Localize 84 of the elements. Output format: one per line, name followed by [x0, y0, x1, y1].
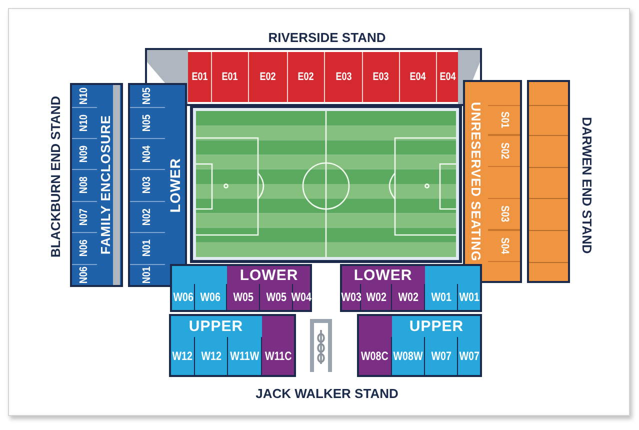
block-number: S04	[498, 238, 510, 254]
stand-name: RIVERSIDE STAND	[268, 30, 386, 44]
seating-block	[172, 284, 195, 310]
tier-name: UPPER	[188, 319, 244, 334]
seating-block	[325, 52, 363, 102]
stand-name: JACK WALKER STAND	[256, 386, 398, 400]
seating-block	[130, 85, 165, 108]
seating-block	[363, 52, 400, 102]
block-number: W12	[200, 350, 222, 362]
block-number: W11W	[230, 350, 259, 362]
block-number: N05	[142, 87, 153, 105]
seating-block	[488, 198, 520, 230]
seating-tier	[70, 83, 123, 287]
seating-tier	[170, 264, 312, 312]
block-number: N03	[142, 176, 153, 194]
seating-tier	[128, 83, 187, 287]
block-number: S03	[498, 206, 510, 222]
seating-block	[488, 105, 520, 135]
tier-name: UPPER	[409, 319, 464, 334]
seating-block	[361, 284, 392, 310]
block-number: N01	[142, 240, 153, 258]
seating-block	[342, 284, 361, 310]
seating-block	[437, 52, 458, 102]
seating-block	[288, 52, 325, 102]
block-number: N10	[79, 87, 90, 105]
block-number: E02	[298, 72, 314, 82]
block-number: W08W	[393, 350, 423, 362]
block-number: W06	[172, 291, 194, 303]
block-number: W01	[458, 291, 480, 303]
block-number: N01	[142, 266, 153, 284]
block-number: S01	[498, 112, 510, 128]
stand-name: DARWEN END STAND	[580, 116, 594, 254]
block-number: E01	[191, 72, 208, 82]
seating-tier	[357, 314, 482, 377]
block-number: E04	[439, 72, 456, 82]
seating-tier	[169, 314, 296, 377]
block-number: N10	[79, 114, 90, 132]
block-number: N06	[79, 266, 90, 284]
block-number: W12	[172, 350, 193, 362]
block-number: W11C	[264, 350, 292, 362]
tier-name: LOWER	[354, 268, 412, 282]
block-number: N09	[79, 145, 90, 163]
block-number: S02	[498, 142, 510, 160]
block-number: W02	[398, 291, 418, 303]
seating-tier	[463, 80, 522, 283]
block-number: N08	[79, 176, 90, 194]
seating-tier	[340, 264, 482, 312]
block-number: W02	[366, 291, 386, 303]
block-number: W07	[458, 350, 480, 362]
block-number: W04	[291, 291, 312, 303]
tier-name: FAMILY ENCLOSURE	[98, 115, 112, 255]
seating-block	[212, 52, 249, 102]
seating-tier	[527, 80, 570, 283]
block-number: E01	[222, 72, 238, 82]
block-number: N06	[79, 240, 90, 258]
seating-block	[488, 230, 520, 262]
block-number: E02	[260, 72, 276, 82]
tier-name: UNRESERVED SEATING	[470, 102, 482, 262]
block-number: W06	[200, 291, 221, 303]
block-number: N04	[142, 145, 153, 163]
seating-block	[228, 337, 262, 375]
block-number: E04	[410, 72, 426, 82]
block-number: N02	[142, 208, 153, 226]
seating-block	[392, 337, 425, 375]
seating-block	[188, 52, 212, 102]
block-number: N07	[79, 208, 90, 226]
stand-name: BLACKBURN END STAND	[48, 96, 62, 258]
block-number: E03	[335, 72, 352, 82]
block-number: W07	[430, 350, 452, 362]
tier-name: LOWER	[168, 158, 182, 212]
block-number: W05	[266, 291, 286, 303]
seating-block	[72, 85, 97, 108]
block-number: N05	[142, 114, 153, 132]
block-number: W05	[232, 291, 254, 303]
block-number: W01	[430, 291, 452, 303]
tier-name: LOWER	[240, 268, 298, 282]
seating-block	[359, 337, 392, 375]
seating-block	[249, 52, 288, 102]
seating-block	[400, 52, 437, 102]
block-number: W08C	[361, 350, 389, 362]
seating-block	[488, 135, 520, 167]
block-number: W03	[340, 291, 362, 303]
block-number: E03	[372, 72, 390, 82]
seating-block	[171, 337, 195, 375]
